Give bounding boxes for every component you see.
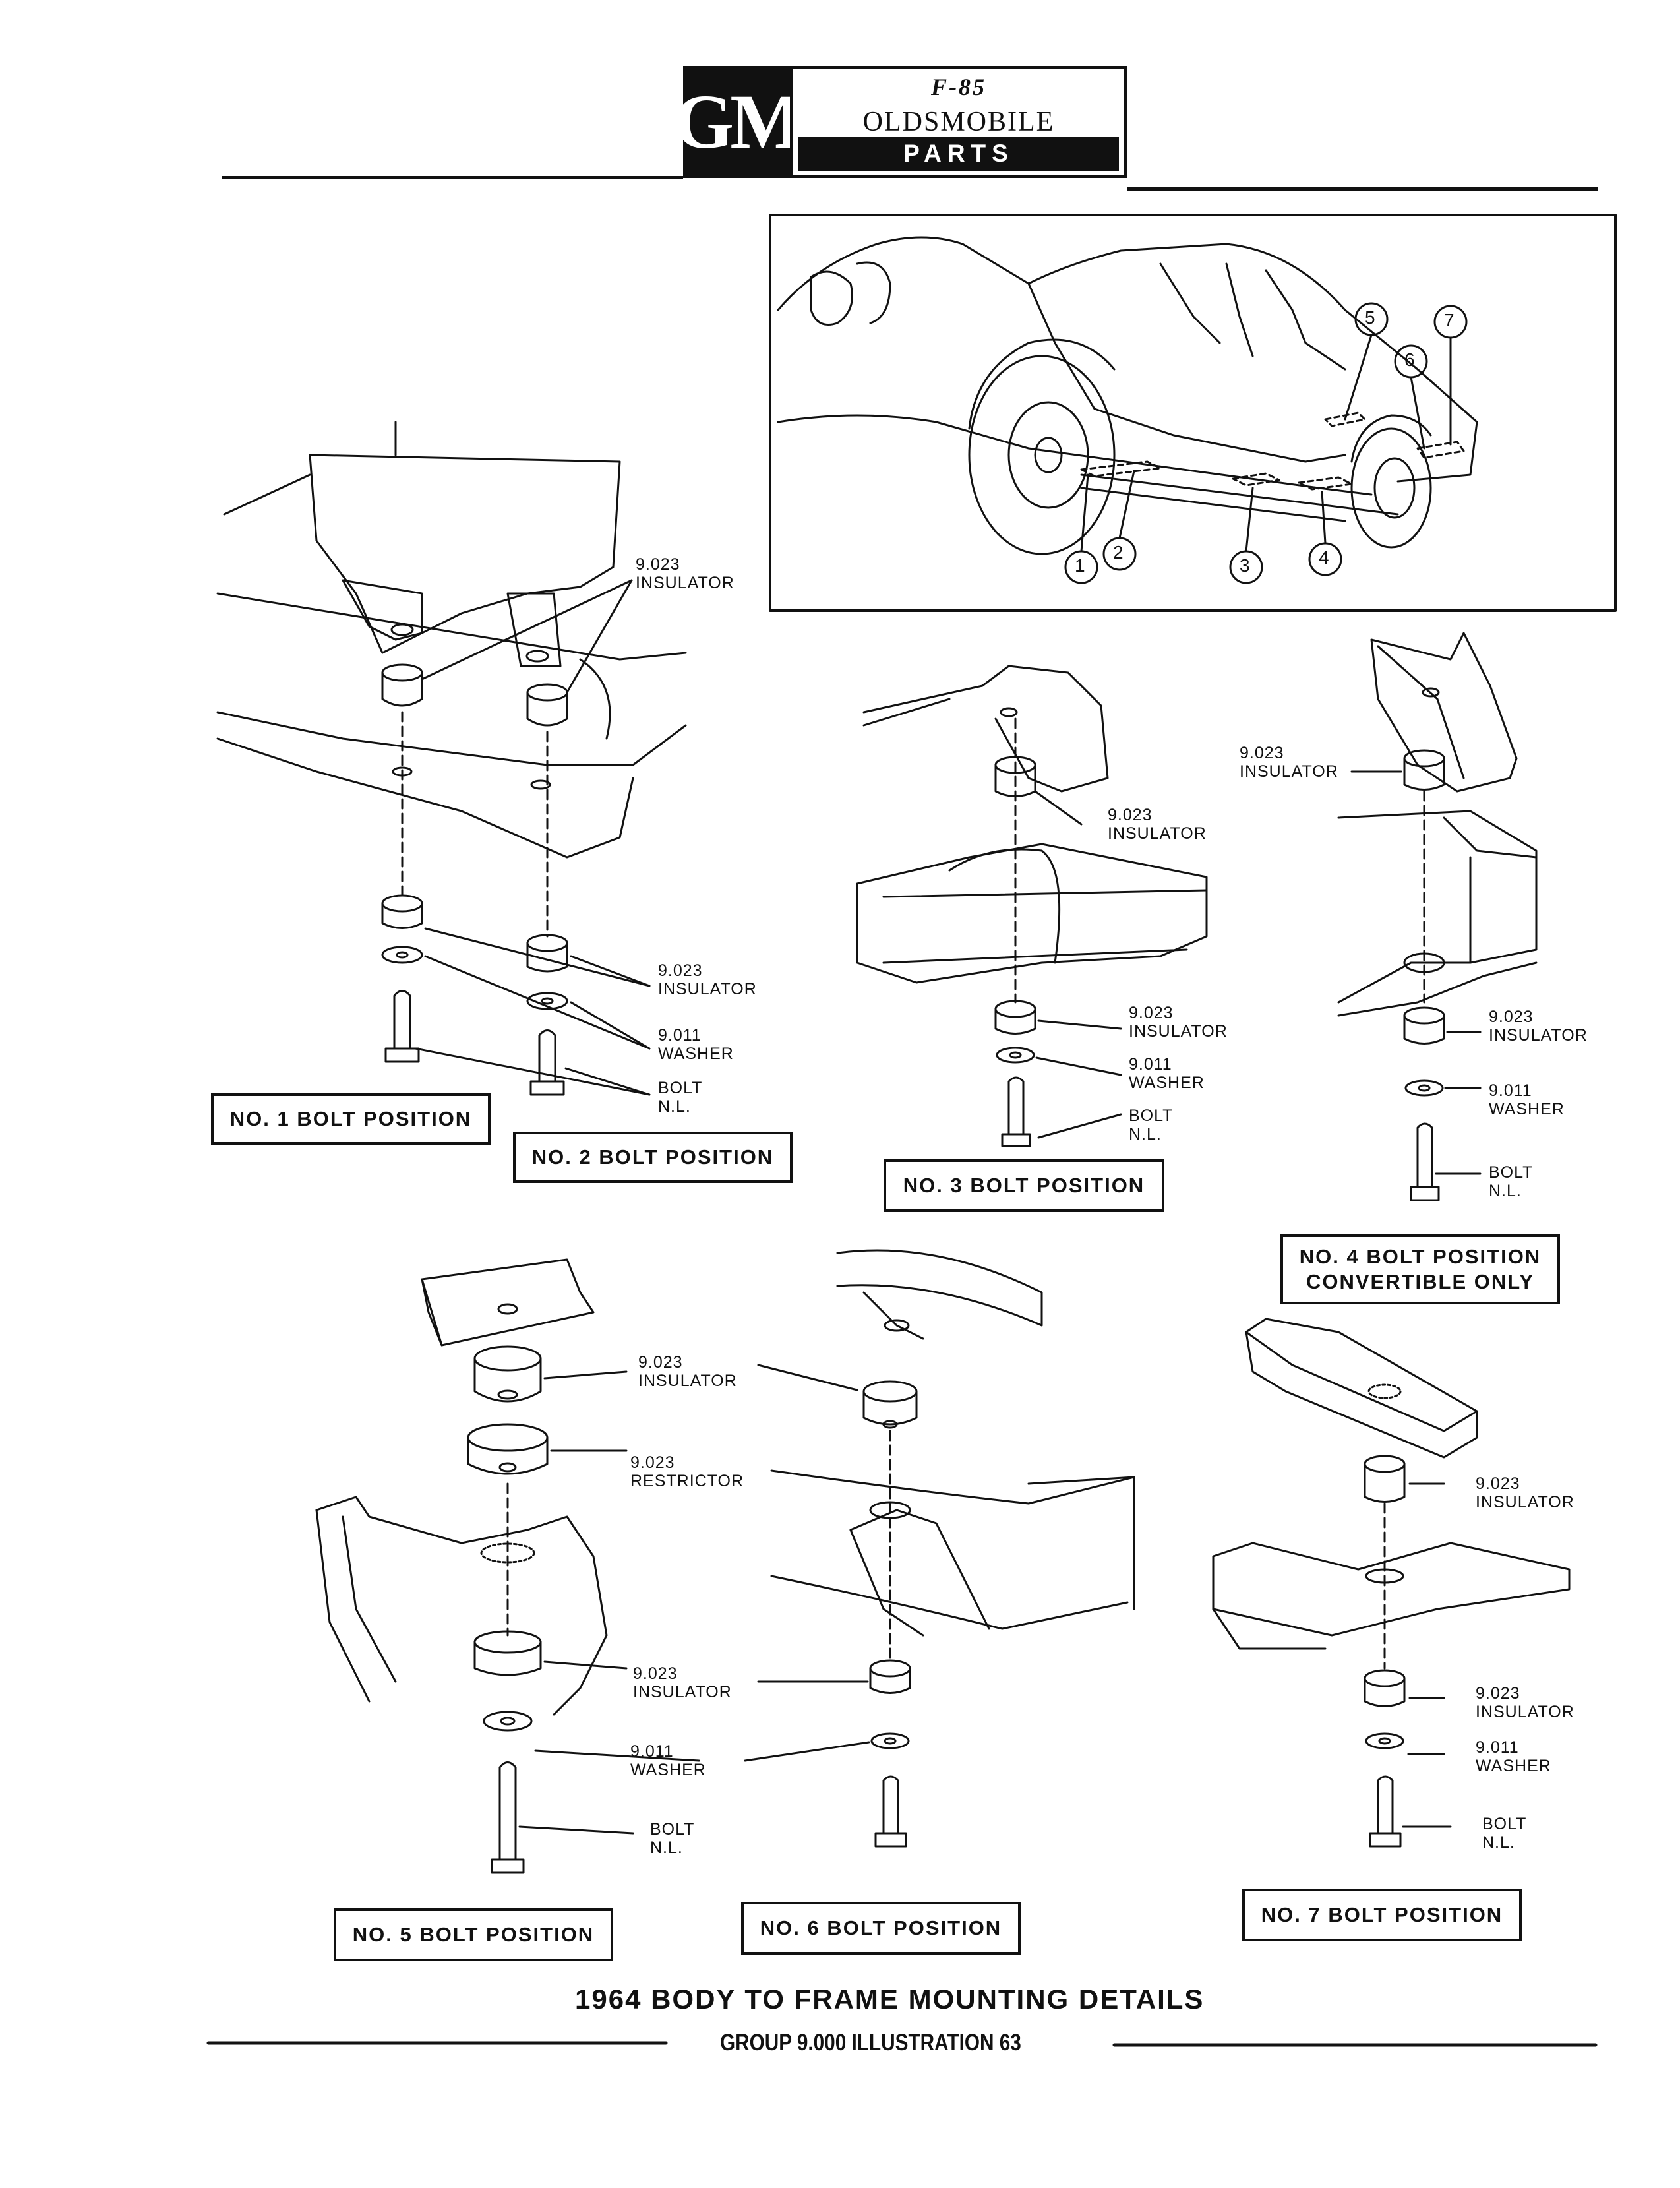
- callout-6: 6: [1404, 349, 1416, 370]
- position-3-art: [856, 665, 1208, 1147]
- p3-upper-insulator-label: 9.023 INSULATOR: [1108, 806, 1207, 843]
- p4-bolt-label: BOLT N.L.: [1489, 1163, 1534, 1200]
- locator-callouts: [1064, 302, 1468, 584]
- p12-insulator-label: 9.023 INSULATOR: [658, 961, 757, 998]
- catalogue-banner: F-85 OLDSMOBILE PARTS CATALOGUE: [790, 66, 1127, 201]
- p7-insulator-label: 9.023 INSULATOR: [1476, 1684, 1575, 1721]
- position-1-caption: NO. 1 BOLT POSITION: [211, 1093, 491, 1145]
- p3-washer-label: 9.011 WASHER: [1129, 1055, 1205, 1092]
- p1-upper-insulator-label: 9.023 INSULATOR: [636, 555, 735, 592]
- position-6-art: [744, 1249, 1135, 1848]
- p56-insulator-label: 9.023 INSULATOR: [633, 1664, 732, 1701]
- model-mark: F-85: [931, 74, 986, 100]
- p7-washer-label: 9.011 WASHER: [1476, 1738, 1551, 1775]
- position-1-2-art: [216, 421, 687, 1096]
- brand-name: OLDSMOBILE: [862, 107, 1055, 137]
- header-rule-left: [222, 176, 683, 179]
- position-2-caption: NO. 2 BOLT POSITION: [513, 1132, 793, 1183]
- callout-7: 7: [1444, 310, 1455, 330]
- position-5-art: [315, 1258, 700, 1874]
- p12-washer-label: 9.011 WASHER: [658, 1026, 734, 1063]
- position-3-caption: NO. 3 BOLT POSITION: [884, 1159, 1164, 1212]
- position-7-art: [1212, 1318, 1571, 1848]
- locator-inset-frame: [769, 214, 1617, 612]
- position-4-art: [1337, 632, 1538, 1201]
- callout-2: 2: [1113, 542, 1124, 562]
- position-7-caption: NO. 7 BOLT POSITION: [1242, 1889, 1522, 1941]
- catalogue-title: PARTS CATALOGUE: [798, 137, 1119, 201]
- p3-bolt-label: BOLT N.L.: [1129, 1107, 1174, 1143]
- group-illustration-label: GROUP 9.000 ILLUSTRATION 63: [720, 2030, 1021, 2055]
- p5-upper-insulator-label: 9.023 INSULATOR: [638, 1353, 737, 1390]
- p4-upper-insulator-label: 9.023 INSULATOR: [1240, 744, 1338, 781]
- p12-bolt-label: BOLT N.L.: [658, 1079, 703, 1116]
- callout-1: 1: [1075, 555, 1086, 576]
- gm-logo: GM: [673, 66, 804, 178]
- p4-insulator-label: 9.023 INSULATOR: [1489, 1008, 1588, 1045]
- position-5-caption: NO. 5 BOLT POSITION: [334, 1908, 613, 1961]
- p56-bolt-label: BOLT N.L.: [650, 1820, 695, 1857]
- p4-washer-label: 9.011 WASHER: [1489, 1081, 1565, 1118]
- p56-washer-label: 9.011 WASHER: [630, 1742, 706, 1779]
- position-4-caption: NO. 4 BOLT POSITION CONVERTIBLE ONLY: [1280, 1234, 1560, 1304]
- position-6-caption: NO. 6 BOLT POSITION: [741, 1902, 1021, 1955]
- p7-upper-insulator-label: 9.023 INSULATOR: [1476, 1474, 1575, 1511]
- p5-restrictor-label: 9.023 RESTRICTOR: [630, 1453, 744, 1490]
- header-rule-right: [1127, 187, 1598, 191]
- callout-3: 3: [1240, 555, 1251, 576]
- callout-5: 5: [1365, 307, 1376, 328]
- p3-insulator-label: 9.023 INSULATOR: [1129, 1004, 1228, 1041]
- callout-4: 4: [1319, 547, 1330, 568]
- p7-bolt-label: BOLT N.L.: [1482, 1815, 1527, 1852]
- page-title: 1964 BODY TO FRAME MOUNTING DETAILS: [575, 1984, 1205, 2015]
- car-body-sketch: [777, 236, 1478, 555]
